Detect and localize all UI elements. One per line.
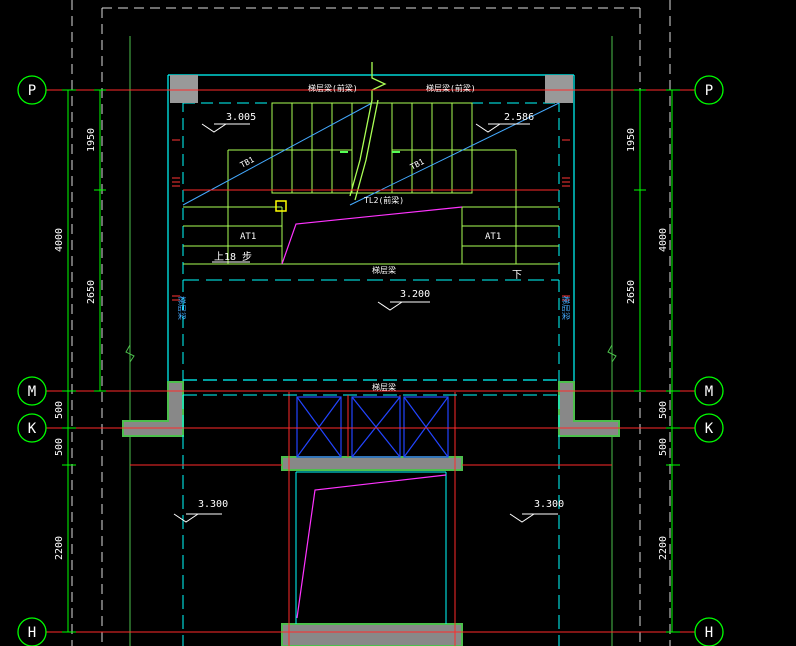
grid-bubble-left-p: P xyxy=(17,75,47,105)
dim-right-500a: 500 xyxy=(658,401,669,419)
break-lines xyxy=(349,62,387,201)
elev-floor-left: 3.300 xyxy=(198,499,228,510)
dim-left-4000: 4000 xyxy=(54,228,65,252)
svg-text:H: H xyxy=(705,625,713,641)
label-side-left: 梯层梁 xyxy=(177,296,187,320)
svg-text:K: K xyxy=(28,421,37,437)
elev-landing-right: 2.586 xyxy=(504,112,534,123)
dim-left-2200: 2200 xyxy=(54,536,65,560)
grid-bubble-right-h: H xyxy=(694,617,724,646)
dim-left-1950: 1950 xyxy=(86,128,97,152)
svg-text:H: H xyxy=(28,625,36,641)
dim-left-500b: 500 xyxy=(54,438,65,456)
dim-left-500a: 500 xyxy=(54,401,65,419)
window-units xyxy=(296,396,449,458)
svg-text:M: M xyxy=(28,384,36,400)
stair-diagonals xyxy=(182,102,560,206)
label-at-left: AT1 xyxy=(240,232,256,242)
label-up: 上18 步 xyxy=(214,251,252,263)
dim-right-2650: 2650 xyxy=(626,280,637,304)
svg-text:P: P xyxy=(28,83,36,99)
label-down: 下 xyxy=(512,270,522,281)
svg-text:M: M xyxy=(705,384,713,400)
svg-text:P: P xyxy=(705,83,713,99)
dim-right-500b: 500 xyxy=(658,438,669,456)
dimension-lines xyxy=(62,89,680,633)
label-beam-top-right: 梯层梁(前梁) xyxy=(426,83,476,93)
grid-bubble-right-p: P xyxy=(694,75,724,105)
label-tl: TL2(前梁) xyxy=(364,195,404,205)
elev-mid: 3.200 xyxy=(400,289,430,300)
dimension-texts: 1950 2650 4000 500 500 2200 1950 2650 40… xyxy=(54,128,669,560)
grid-bubble-left-m: M xyxy=(17,376,47,406)
elev-landing-left: 3.005 xyxy=(226,112,256,123)
label-beam-mid: 梯层梁 xyxy=(372,265,396,275)
column-top-left xyxy=(170,75,198,103)
label-beam-low: 梯层梁 xyxy=(372,382,396,392)
annotation-labels: 梯层梁(前梁) 梯层梁(前梁) TB1 TB1 TL2(前梁) AT1 AT1 … xyxy=(177,83,571,392)
svg-text:K: K xyxy=(705,421,714,437)
selection-marker[interactable] xyxy=(275,200,287,212)
grid-axis-lines xyxy=(40,89,700,633)
dim-right-1950: 1950 xyxy=(626,128,637,152)
grid-bubble-left-h: H xyxy=(17,617,47,646)
leader-lines xyxy=(281,206,463,619)
elevation-texts: 3.005 2.586 3.200 3.300 3.300 xyxy=(198,112,564,510)
vertical-break-symbols xyxy=(125,344,617,363)
dim-right-4000: 4000 xyxy=(658,228,669,252)
elev-floor-right: 3.300 xyxy=(534,499,564,510)
grid-bubble-right-m: M xyxy=(694,376,724,406)
elevation-markers xyxy=(173,123,558,523)
dim-left-2650: 2650 xyxy=(86,280,97,304)
label-beam-top-left: 梯层梁(前梁) xyxy=(308,83,358,93)
grid-bubble-right-k: K xyxy=(694,413,724,443)
dim-right-2200: 2200 xyxy=(658,536,669,560)
outer-dashed-boundaries xyxy=(71,0,671,646)
structure-lines xyxy=(129,36,613,646)
label-at-right: AT1 xyxy=(485,232,501,242)
wall-hatches xyxy=(172,139,570,301)
lower-structure xyxy=(130,392,612,646)
column-top-right xyxy=(545,75,573,103)
label-side-right: 梯层梁 xyxy=(561,296,571,320)
grid-bubble-left-k: K xyxy=(17,413,47,443)
stair-flights xyxy=(183,102,559,265)
